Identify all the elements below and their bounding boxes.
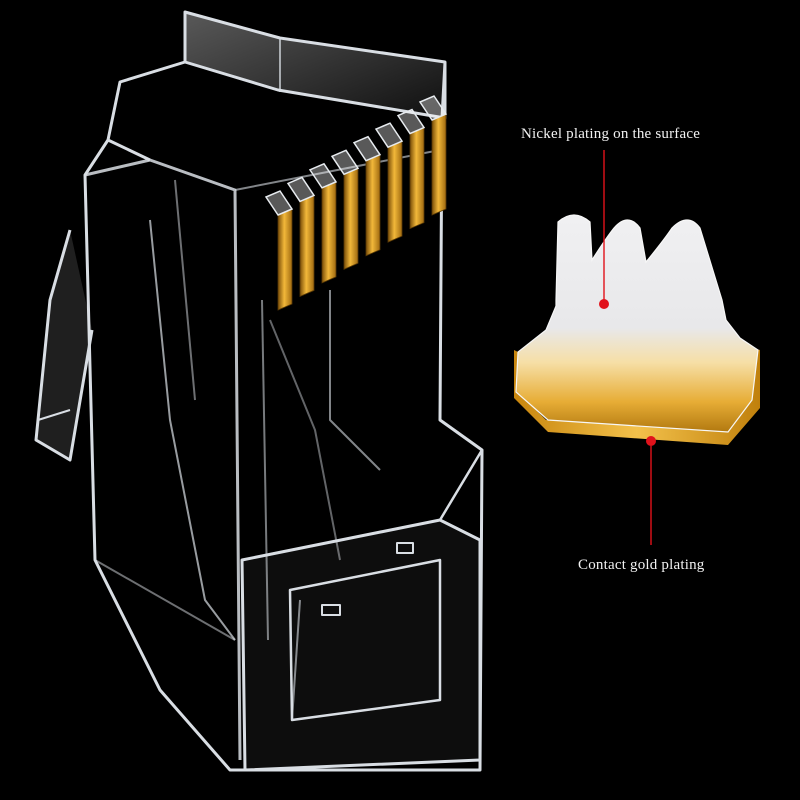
pin-slot-top xyxy=(308,162,338,189)
pin-slot-top xyxy=(330,149,360,176)
gold-contact-pin xyxy=(277,208,293,311)
pin-slot-top xyxy=(286,176,316,203)
contact-blade xyxy=(515,214,759,433)
gold-contact-pin xyxy=(409,126,425,230)
gold-contact-pin xyxy=(365,154,381,257)
gold-plating-label: Contact gold plating xyxy=(578,557,705,573)
pin-slot-top xyxy=(352,135,382,162)
gold-contact-pins xyxy=(264,95,448,311)
connector-top-block xyxy=(183,10,447,120)
gold-contact-pin xyxy=(343,167,359,270)
pin-slot-top xyxy=(418,95,448,121)
gold-contact-pin xyxy=(431,113,447,216)
gold-contact-pin xyxy=(387,140,403,243)
contact-blade-detail xyxy=(514,150,760,545)
pin-slot-top xyxy=(374,122,404,149)
pin-slot-top xyxy=(396,108,426,135)
nickel-plating-label: Nickel plating on the surface xyxy=(521,126,701,142)
latch-clip xyxy=(34,229,94,462)
gold-marker-dot xyxy=(646,436,656,446)
gold-contact-pin xyxy=(299,194,315,298)
nickel-marker-dot xyxy=(599,299,609,309)
pin-slot-top xyxy=(264,190,294,216)
rj45-connector xyxy=(34,10,484,772)
connector-body xyxy=(83,61,484,772)
cable-entry-window xyxy=(240,518,482,772)
gold-contact-pin xyxy=(321,181,337,284)
